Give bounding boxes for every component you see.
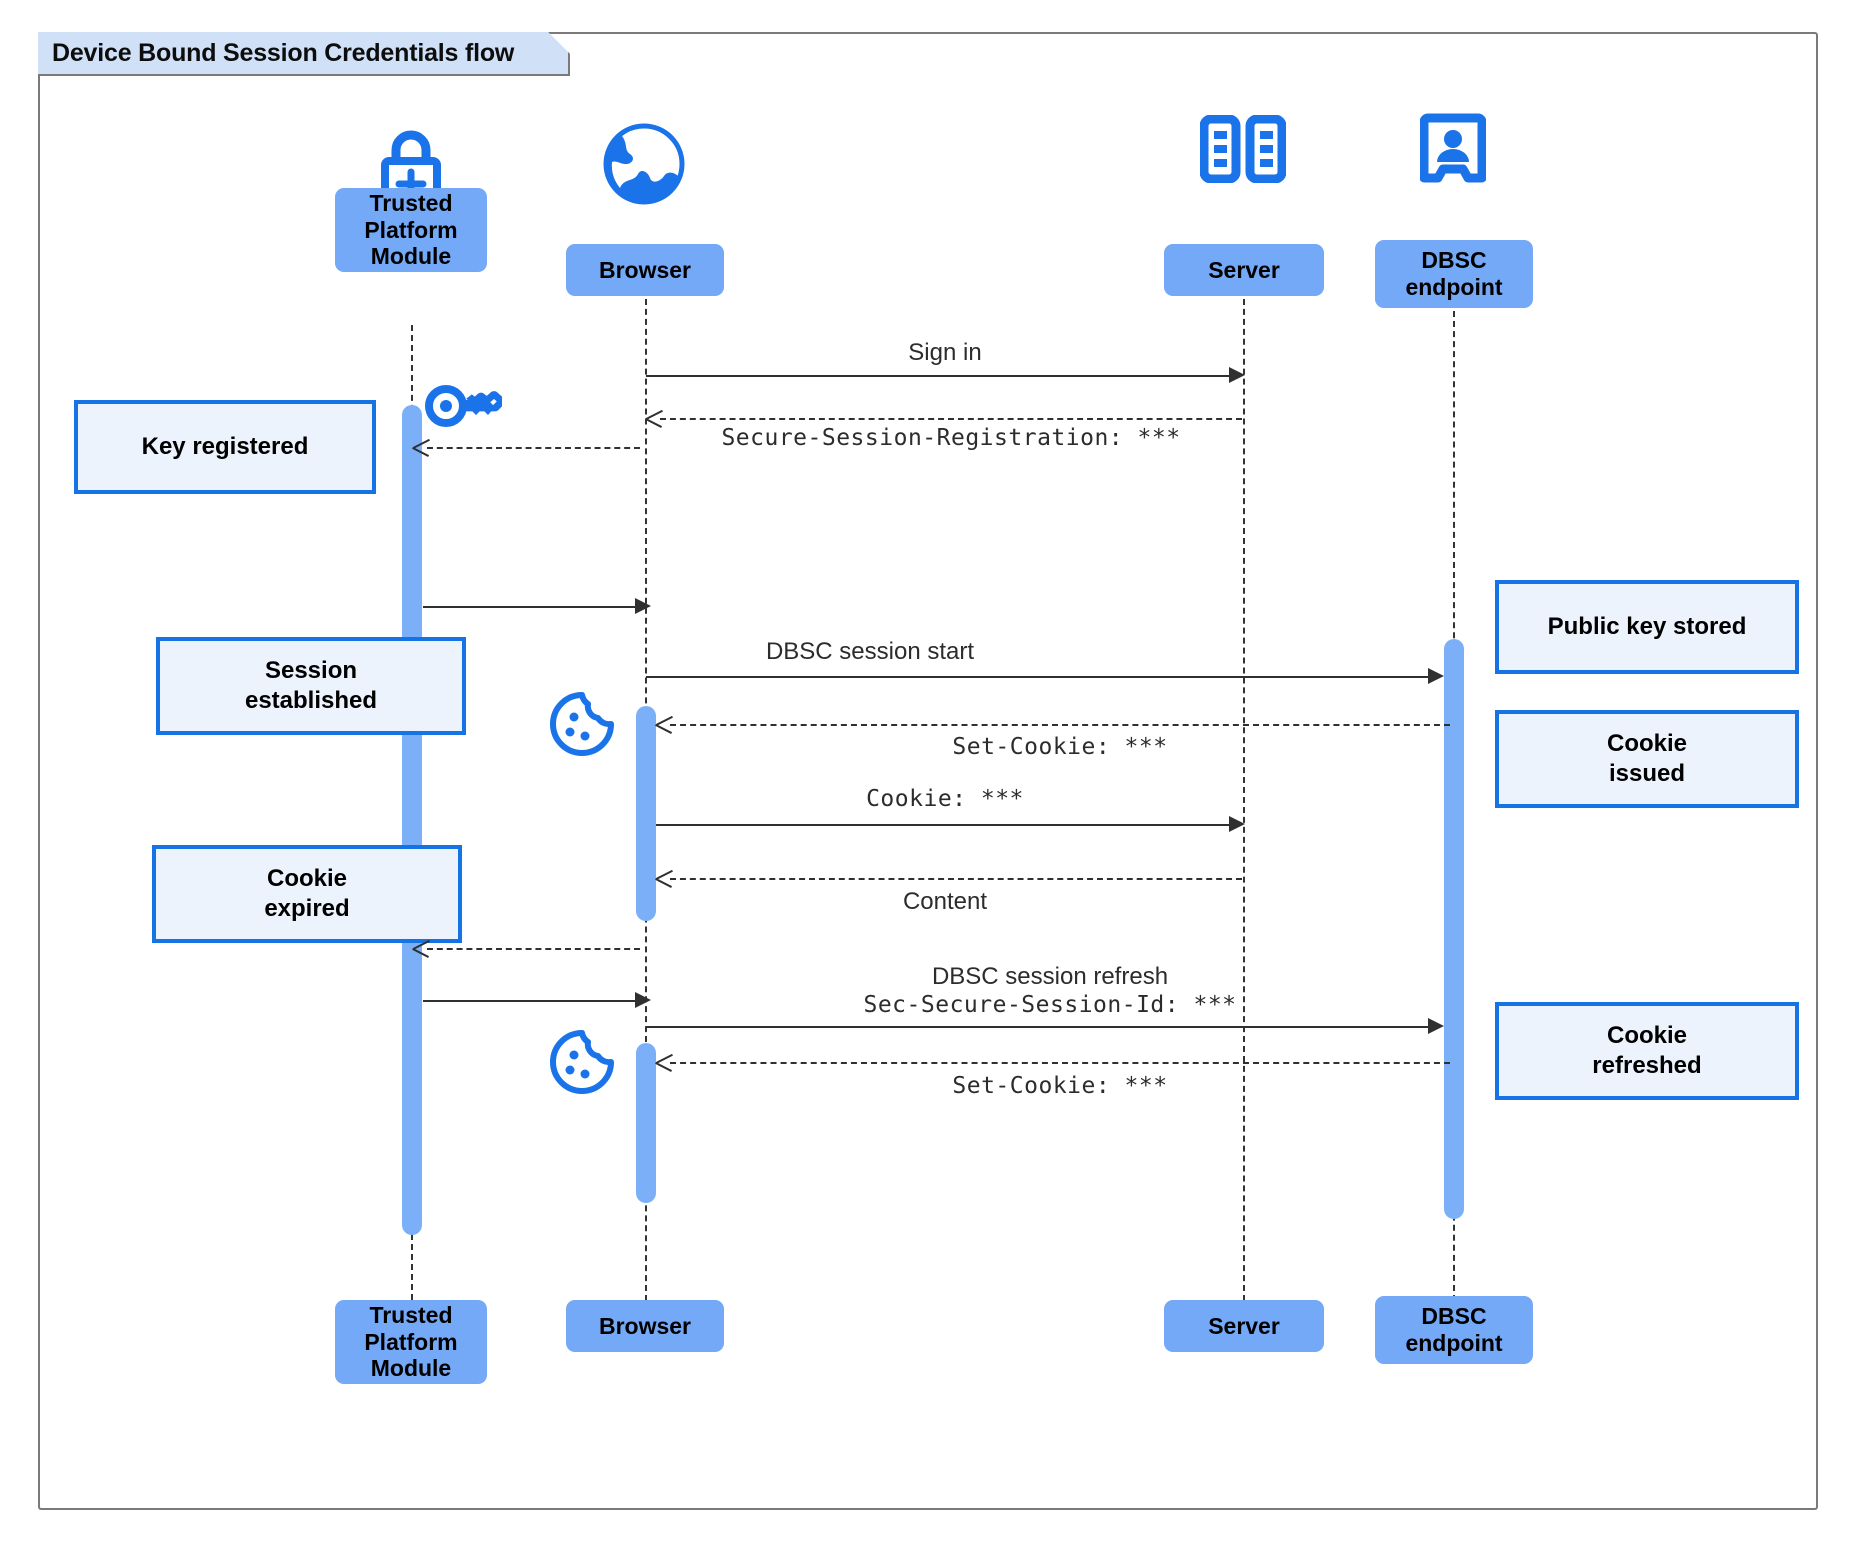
- message-label-sign-in: Sign in: [908, 339, 982, 366]
- message-label-cookie: Cookie: ***: [866, 786, 1024, 812]
- note-public-key-stored: Public key stored: [1495, 580, 1799, 674]
- message-label-secure-session-registration: Secure-Session-Registration: ***: [721, 425, 1181, 451]
- message-arrowhead-content: [656, 870, 672, 886]
- id-badge-icon: [1419, 112, 1487, 193]
- message-arrowhead-tpm-to-browser-1: [635, 598, 651, 614]
- message-label-content: Content: [902, 888, 988, 915]
- message-arrowhead-secure-session-registration: [646, 410, 662, 426]
- participant-server-top[interactable]: Server: [1164, 244, 1324, 296]
- activation-bar-dbsc: [1444, 639, 1464, 1219]
- message-line-dbsc-session-start: [646, 676, 1440, 678]
- diagram-title: Device Bound Session Credentials flow: [38, 32, 570, 76]
- note-session-established: Session established: [156, 637, 466, 735]
- message-line-set-cookie-2: [670, 1062, 1450, 1064]
- message-arrowhead-set-cookie-2: [656, 1054, 672, 1070]
- message-line-set-cookie-1: [670, 724, 1450, 726]
- message-line-browser-to-tpm-1: [427, 447, 640, 449]
- message-line-sign-in: [646, 375, 1229, 377]
- message-arrowhead-tpm-to-browser-2: [635, 992, 651, 1008]
- message-label-dbsc-session-refresh-line1: DBSC session refresh: [931, 963, 1169, 990]
- note-key-registered: Key registered: [74, 400, 376, 494]
- participant-browser-top[interactable]: Browser: [566, 244, 724, 296]
- message-line-browser-to-tpm-2: [427, 948, 640, 950]
- message-line-tpm-to-browser-2: [423, 1000, 635, 1002]
- note-cookie-refreshed: Cookie refreshed: [1495, 1002, 1799, 1100]
- activation-bar-browser-1: [636, 706, 656, 921]
- message-label-set-cookie-1: Set-Cookie: ***: [952, 734, 1168, 760]
- message-label-dbsc-session-start: DBSC session start: [765, 638, 975, 665]
- key-icon: [424, 380, 506, 437]
- note-cookie-issued: Cookie issued: [1495, 710, 1799, 808]
- server-rack-icon: [1199, 114, 1287, 188]
- message-arrowhead-sign-in: [1229, 367, 1245, 383]
- message-arrowhead-browser-to-tpm-1: [413, 439, 429, 455]
- message-arrowhead-browser-to-tpm-2: [413, 940, 429, 956]
- participant-dbsc-top[interactable]: DBSC endpoint: [1375, 240, 1533, 308]
- lifeline-server: [1243, 289, 1245, 1301]
- participant-dbsc-bottom[interactable]: DBSC endpoint: [1375, 1296, 1533, 1364]
- message-arrowhead-dbsc-session-start: [1428, 668, 1444, 684]
- participant-tpm-bottom[interactable]: Trusted Platform Module: [335, 1300, 487, 1384]
- participant-browser-bottom[interactable]: Browser: [566, 1300, 724, 1352]
- message-arrowhead-dbsc-session-refresh: [1428, 1018, 1444, 1034]
- activation-bar-tpm: [402, 405, 422, 1235]
- message-arrowhead-set-cookie-1: [656, 716, 672, 732]
- message-label-set-cookie-2: Set-Cookie: ***: [952, 1073, 1168, 1099]
- message-line-tpm-to-browser-1: [423, 606, 635, 608]
- activation-bar-browser-2: [636, 1043, 656, 1203]
- cookie-icon-2: [548, 1028, 616, 1101]
- message-label-dbsc-session-refresh: DBSC session refresh Sec-Secure-Session-…: [660, 962, 1440, 1019]
- message-line-dbsc-session-refresh: [646, 1026, 1440, 1028]
- globe-icon: [600, 120, 688, 213]
- message-line-cookie: [656, 824, 1229, 826]
- message-line-secure-session-registration: [660, 418, 1242, 420]
- message-arrowhead-cookie: [1229, 816, 1245, 832]
- note-cookie-expired: Cookie expired: [152, 845, 462, 943]
- cookie-icon-1: [548, 690, 616, 763]
- participant-tpm-top[interactable]: Trusted Platform Module: [335, 188, 487, 272]
- message-line-content: [670, 878, 1242, 880]
- participant-server-bottom[interactable]: Server: [1164, 1300, 1324, 1352]
- message-label-dbsc-session-refresh-line2: Sec-Secure-Session-Id: ***: [863, 992, 1237, 1019]
